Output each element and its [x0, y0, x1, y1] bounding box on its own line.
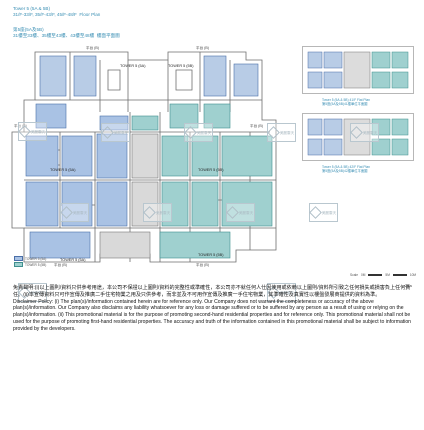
watermark: 美麗雲天: [142, 203, 172, 222]
watermark-logo-icon: [308, 206, 322, 219]
watermark: 美麗雲天: [349, 123, 379, 142]
plan-top-ribbons: [39, 55, 259, 97]
legend-item-5b: TOWER 5 (5B): [14, 262, 46, 267]
legend-item-5a: TOWER 5 (5A): [14, 256, 46, 261]
watermark: 美麗雲天: [17, 122, 47, 141]
inset-plan-42f: [302, 113, 414, 161]
watermark-logo-icon: [266, 126, 280, 139]
plan-header-zh: 第5座(5A及5B) 31樓至33樓、35樓至43樓、43樓至48樓 樓面平面圖: [13, 27, 120, 38]
tower-title-zh: 第5座(5A及5B): [13, 27, 44, 32]
legend-swatch: [14, 256, 23, 261]
watermark: 美麗雲天: [266, 123, 296, 142]
plan-label: 平台 (B): [196, 263, 209, 267]
tower-title-en: Tower 5 (5A & 5B): [13, 6, 51, 11]
plan-label: 平台 (B): [54, 263, 67, 267]
watermark: 美麗雲天: [266, 283, 296, 302]
watermark-logo-icon: [17, 125, 31, 138]
watermark-logo-icon: [142, 206, 156, 219]
floors-title-zh: 31樓至33樓、35樓至43樓、43樓至48樓 樓面平面圖: [13, 32, 120, 38]
watermark-logo-icon: [100, 126, 114, 139]
watermark-logo-icon: [349, 126, 363, 139]
watermark: 美麗雲天: [225, 203, 255, 222]
inset-caption-41f: Tower 5 (5A & 5B) 41/F Flat Plan 第5座(5A及…: [322, 98, 371, 106]
legend: TOWER 5 (5A) TOWER 5 (5B): [14, 256, 46, 267]
legend-swatch: [14, 262, 23, 267]
tower-label: TOWER 5 (5A): [120, 64, 146, 68]
main-floor-plan: [11, 51, 277, 263]
disclaimer-zh: 免責聲明:(i)以上圖則/資料只供參考用途，本公司不保證以上圖則/資料的完整性或…: [13, 285, 411, 298]
tower-label: TOWER 5 (5A): [60, 258, 86, 262]
watermark: 美麗雲天: [308, 203, 338, 222]
plan-label: 平台 (B): [14, 124, 27, 128]
inset-caption-42f: Tower 5 (5A & 5B) 42/F Flat Plan 第5座(5A及…: [322, 165, 371, 173]
page-number: 24a: [405, 283, 412, 288]
disclaimer: 免責聲明:(i)以上圖則/資料只供參考用途，本公司不保證以上圖則/資料的完整性或…: [13, 285, 411, 332]
watermark: 美麗雲天: [100, 123, 130, 142]
watermark: 美麗雲天: [183, 123, 213, 142]
plan-label: 平台 (B): [250, 124, 263, 128]
watermark-logo-icon: [59, 206, 73, 219]
watermark-logo-icon: [183, 126, 197, 139]
tower-label: TOWER 5 (5B): [198, 253, 224, 257]
scale-bar-segment: [392, 274, 407, 276]
tower-label: TOWER 5 (5B): [168, 64, 194, 68]
plan-label: 平台 (B): [86, 46, 99, 50]
plan-header-en: Tower 5 (5A & 5B) 31/F-33/F, 35/F-43/F, …: [13, 6, 100, 17]
scale-bar-segment: [368, 274, 383, 276]
watermark-logo-icon: [225, 206, 239, 219]
plan-core: [99, 133, 159, 259]
tower-label: TOWER 5 (5A): [50, 168, 76, 172]
watermark: 美麗雲天: [17, 283, 47, 302]
inset-plan-41f: [302, 46, 414, 94]
plan-label: 平台 (B): [196, 46, 209, 50]
scale-bar: Scale 0M 5M 10M: [350, 273, 417, 277]
tower-label: TOWER 5 (5B): [198, 168, 224, 172]
floors-title-en: 31/F-33/F, 35/F-43/F, 45/F-48/F Floor Pl…: [13, 11, 101, 17]
plan-rooms-5b: [131, 103, 273, 259]
watermark: 美麗雲天: [59, 203, 89, 222]
disclaimer-en: Disclaimer Policy: (i) The plan(s)/infor…: [13, 298, 412, 332]
